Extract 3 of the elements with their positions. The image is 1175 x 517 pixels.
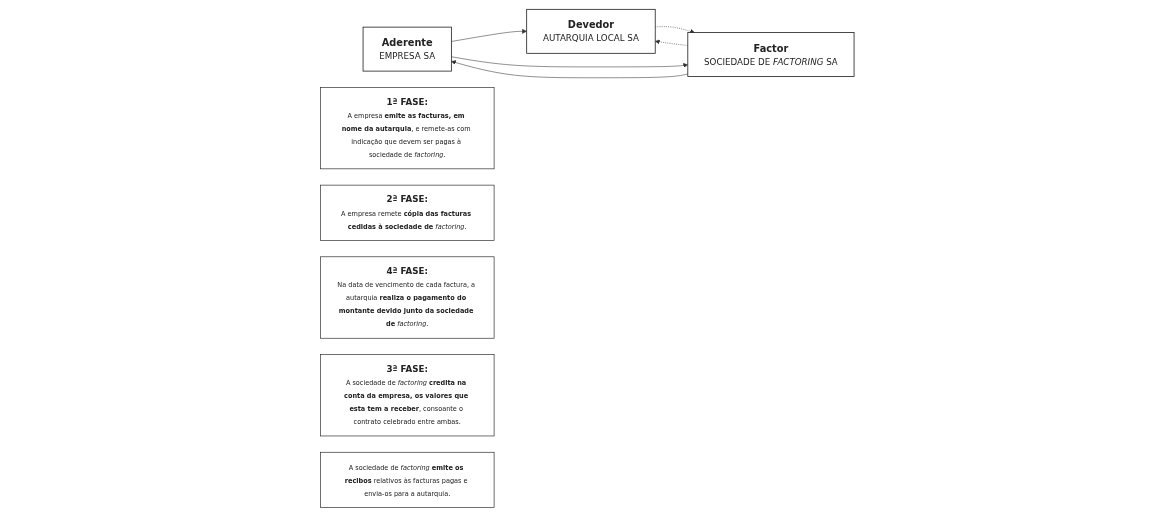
node-box: Devedor AUTARQUIA LOCAL SA (526, 8, 656, 54)
node-box: Aderente EMPRESA SA (362, 26, 453, 72)
node-box: Factor SOCIEDADE DE FACTORING SA (687, 32, 855, 77)
